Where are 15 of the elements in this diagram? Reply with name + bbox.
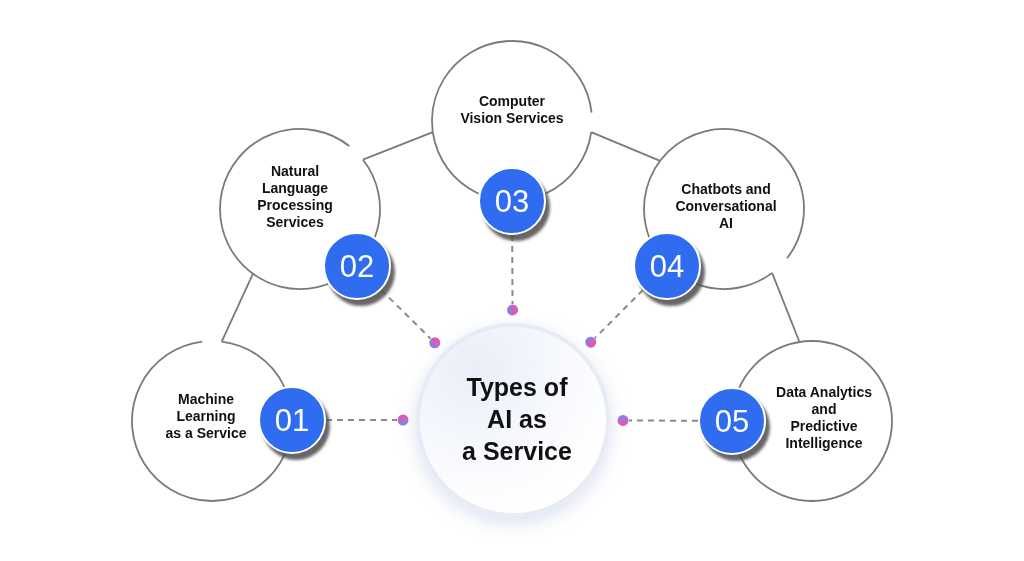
connector-line	[220, 272, 254, 343]
connector-line	[771, 272, 801, 343]
service-label: Chatbots and Conversational AI	[675, 180, 777, 232]
service-label: Data Analytics and Predictive Intelligence	[776, 384, 872, 452]
step-number: 05	[714, 405, 750, 437]
step-number: 02	[339, 250, 375, 282]
service-label: Machine Learning as a Service	[165, 390, 247, 442]
hub-title: Types of AI as a Service	[462, 372, 572, 467]
connector-line	[362, 131, 434, 161]
service-label: Computer Vision Services	[460, 93, 564, 127]
step-number: 01	[274, 404, 310, 436]
connector-line	[590, 131, 661, 162]
service-label: Natural Language Processing Services	[257, 163, 333, 231]
step-number: 03	[494, 185, 530, 217]
step-number: 04	[649, 250, 685, 282]
